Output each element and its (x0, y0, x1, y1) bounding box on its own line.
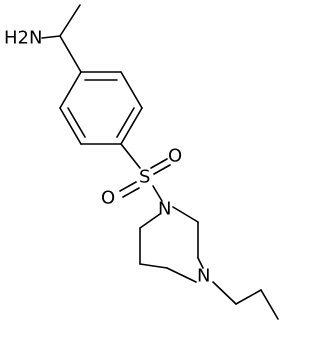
molecule-structure-diagram: H2N S O O N N (4, 4, 279, 320)
propyl-chain (212, 281, 279, 320)
bond-ch2-ch2 (235, 289, 262, 305)
ring-bond-6 (59, 71, 82, 109)
ring-bond-3 (120, 107, 143, 145)
pip-bond-c-n1-left (139, 213, 161, 229)
ring-double-bond-2 (116, 107, 135, 138)
pip-bond-n4-c-left (166, 267, 197, 283)
sulfonyl-group (119, 143, 171, 202)
ring-double-bond-3 (67, 107, 86, 138)
bond-sulfur-nitrogen (152, 185, 163, 202)
bond-sulfur-oxygen-lower-a (119, 181, 137, 192)
bond-ch-ring (59, 35, 82, 73)
amine-ethyl-group (41, 4, 82, 73)
bond-sulfur-oxygen-lower-b (122, 187, 140, 198)
pip-bond-c-n4-right (197, 257, 204, 269)
bond-ring-sulfur (120, 143, 141, 169)
oxygen-label-lower: O (101, 188, 115, 209)
ring-bond-2 (120, 71, 143, 109)
bond-n4-ch2 (212, 281, 237, 305)
oxygen-label-upper: O (168, 146, 182, 167)
nitrogen-label-piperazine-4: N (197, 266, 210, 287)
bond-sulfur-oxygen-upper-a (150, 158, 168, 169)
bond-ch-methyl (59, 4, 81, 37)
benzene-ring (59, 71, 143, 145)
pip-bond-n1-c-right (172, 206, 199, 223)
amine-label: H2N (4, 28, 42, 49)
bond-sulfur-oxygen-upper-b (153, 164, 171, 175)
ring-bond-5 (59, 107, 82, 145)
piperazine-ring (139, 206, 204, 283)
sulfur-label: S (139, 167, 150, 188)
bond-ch2-ch3 (260, 289, 279, 320)
bond-nh2-ch (41, 35, 61, 39)
nitrogen-label-piperazine-1: N (158, 199, 171, 220)
pip-bond-lower-left (139, 263, 168, 269)
